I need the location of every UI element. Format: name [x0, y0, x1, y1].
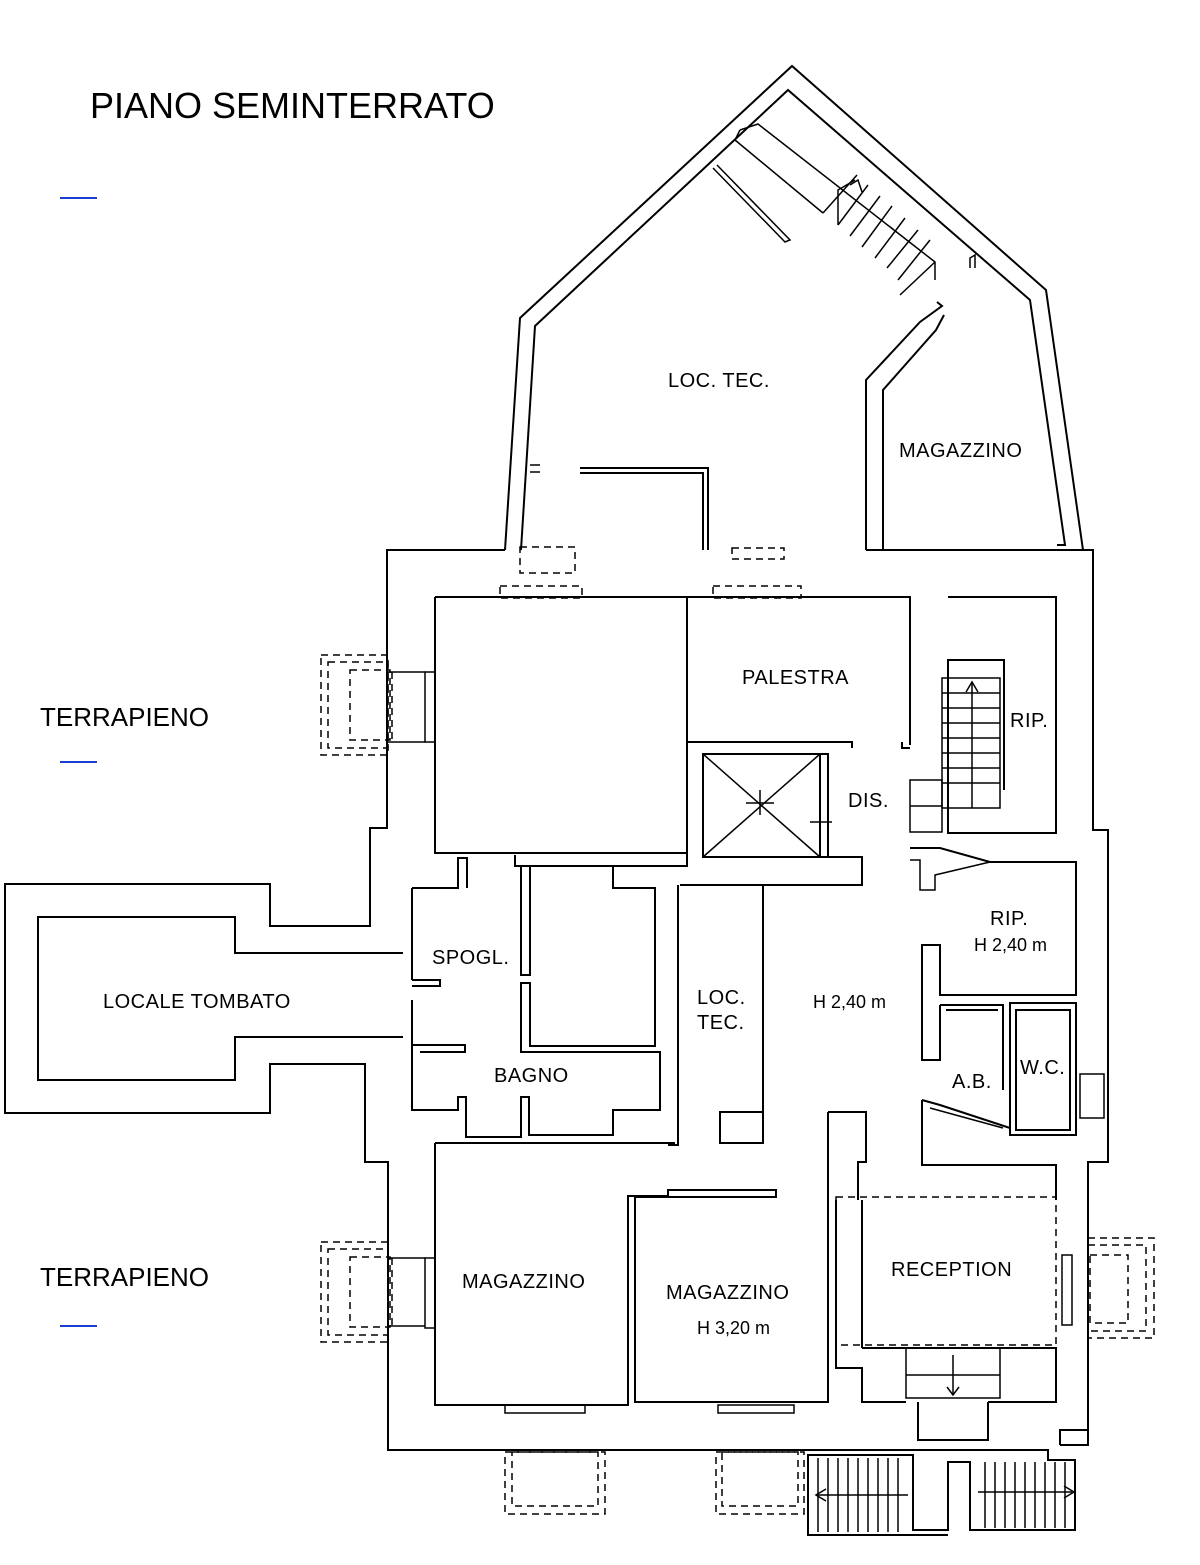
north-annex — [504, 64, 1084, 551]
room-label-dis: DIS. — [848, 790, 889, 812]
room-label-bagno: BAGNO — [494, 1065, 569, 1087]
room-label-corridor-height: H 2,40 m — [813, 992, 886, 1012]
plan-title: PIANO SEMINTERRATO — [90, 85, 495, 126]
room-label-magazzino-center: MAGAZZINO — [666, 1282, 789, 1304]
north-stair — [822, 174, 936, 296]
main-building-walls — [4, 546, 1109, 1451]
room-label-locale-tombato: LOCALE TOMBATO — [103, 991, 291, 1013]
room-label-magazzino-left: MAGAZZINO — [462, 1271, 585, 1293]
room-label-spogl: SPOGL. — [432, 947, 509, 969]
room-label-reception: RECEPTION — [891, 1259, 1012, 1281]
room-label-wc: W.C. — [1020, 1057, 1065, 1079]
terrapieno-label-bottom: TERRAPIENO — [40, 1262, 209, 1292]
room-label-magazzino-center-height: H 3,20 m — [697, 1318, 770, 1338]
room-label-palestra: PALESTRA — [742, 667, 849, 689]
east-stair — [909, 677, 1001, 833]
room-label-magazzino-top: MAGAZZINO — [899, 440, 1022, 462]
terrapieno-label-top: TERRAPIENO — [40, 702, 209, 732]
room-label-loc-tec-mid-1: LOC. — [697, 987, 746, 1009]
interior-walls — [411, 596, 1105, 1445]
room-label-rip-upper: RIP. — [1010, 710, 1048, 732]
room-label-loc-tec-top: LOC. TEC. — [668, 370, 770, 392]
lightwells — [320, 654, 1155, 1515]
room-label-ab: A.B. — [952, 1071, 992, 1093]
south-stairs — [807, 1449, 1076, 1536]
room-label-rip-lower-height: H 2,40 m — [974, 935, 1047, 955]
room-label-loc-tec-mid-2: TEC. — [697, 1012, 745, 1034]
room-label-rip-lower: RIP. — [990, 908, 1028, 930]
